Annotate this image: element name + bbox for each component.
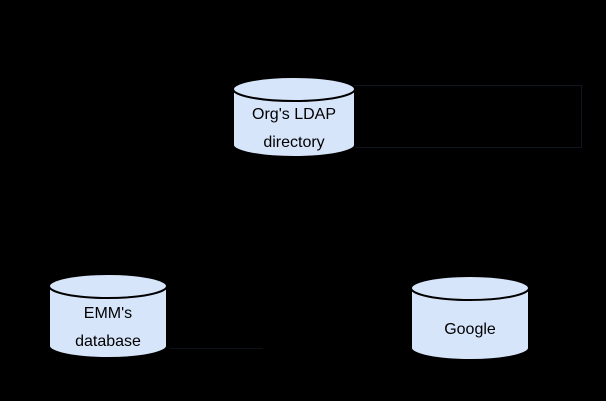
ghost-box-outline xyxy=(352,85,582,148)
database-cylinder-icon xyxy=(232,76,356,158)
database-cylinder-icon xyxy=(410,275,530,361)
node-label-line: EMM's xyxy=(83,305,133,322)
node-emm-database: EMM's database xyxy=(48,273,168,359)
node-label-line: Google xyxy=(444,321,496,338)
node-label: Org's LDAP directory xyxy=(232,102,356,156)
database-cylinder-icon xyxy=(48,273,168,359)
node-label: Google xyxy=(410,301,530,359)
ghost-connector-line xyxy=(170,348,263,349)
node-label-line: directory xyxy=(263,134,325,151)
node-label-line: Org's LDAP xyxy=(252,106,336,123)
node-label: EMM's database xyxy=(48,299,168,357)
node-label-line: database xyxy=(75,333,141,350)
node-org-ldap-directory: Org's LDAP directory xyxy=(232,76,356,158)
node-google: Google xyxy=(410,275,530,361)
